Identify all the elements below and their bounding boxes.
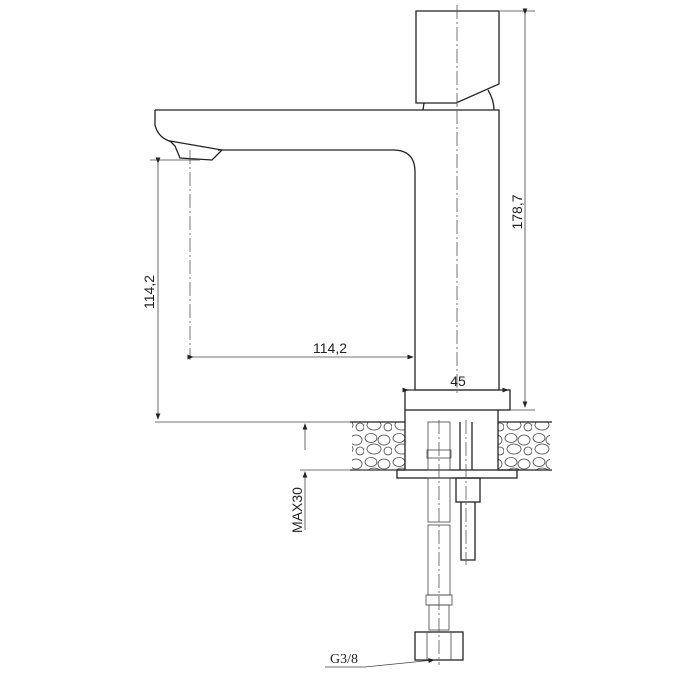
countertop bbox=[155, 410, 552, 479]
handle bbox=[415, 10, 500, 111]
mounting-stud bbox=[455, 422, 481, 561]
max-thickness-label: MAX30 bbox=[289, 487, 305, 533]
spout-reach-label: 114,2 bbox=[313, 340, 347, 356]
thread-label: G3/8 bbox=[330, 652, 358, 667]
spout-height-label: 114,2 bbox=[141, 275, 157, 309]
base-ring bbox=[404, 389, 511, 411]
base-diameter-label: 45 bbox=[450, 373, 466, 389]
mounting-plate bbox=[396, 469, 518, 479]
aerator bbox=[168, 140, 224, 161]
total-height-label: 178,7 bbox=[509, 194, 525, 229]
dimension-lines bbox=[150, 8, 535, 668]
center-lines bbox=[189, 5, 467, 665]
